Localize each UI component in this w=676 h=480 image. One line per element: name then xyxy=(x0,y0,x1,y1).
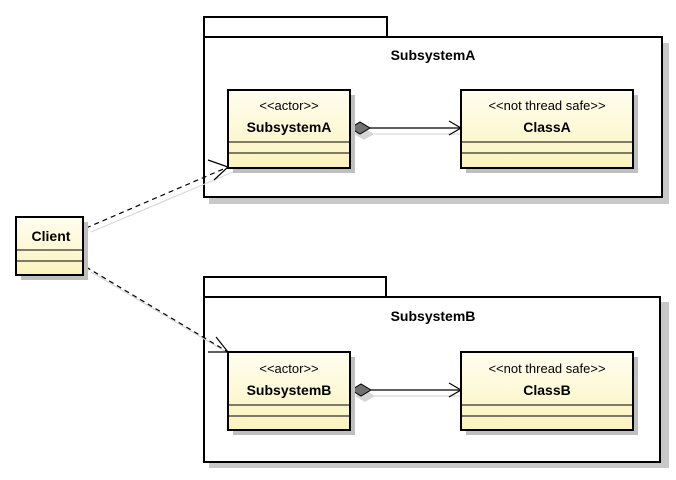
class-b-name: ClassB xyxy=(523,382,570,398)
class-subsystem-a[interactable]: <<actor>> SubsystemA xyxy=(227,89,355,173)
class-client[interactable]: Client xyxy=(15,216,88,280)
dependency-a-shadow xyxy=(90,171,234,233)
package-a-tab xyxy=(203,16,388,38)
subsystem-b-stereotype: <<actor>> xyxy=(259,361,318,376)
client-name: Client xyxy=(32,228,71,244)
package-a-title: SubsystemA xyxy=(391,47,476,63)
client-box xyxy=(15,216,84,276)
subsystem-a-box xyxy=(227,89,351,169)
subsystem-b-box xyxy=(227,351,351,431)
subsystem-b-name: SubsystemB xyxy=(247,382,332,398)
package-b-title: SubsystemB xyxy=(391,308,476,324)
dependency-b-shadow xyxy=(90,271,234,357)
dependency-b-line xyxy=(85,266,229,353)
class-class-a[interactable]: <<not thread safe>> ClassA xyxy=(460,89,638,173)
class-a-name: ClassA xyxy=(523,119,570,135)
subsystem-a-stereotype: <<actor>> xyxy=(259,98,318,113)
class-subsystem-b[interactable]: <<actor>> SubsystemB xyxy=(227,351,355,435)
class-class-b[interactable]: <<not thread safe>> ClassB xyxy=(460,351,638,435)
composition-subsystem-b-class-b[interactable] xyxy=(350,382,466,402)
subsystem-a-name: SubsystemA xyxy=(247,119,332,135)
dependency-a-line xyxy=(85,166,229,229)
class-a-box xyxy=(460,89,634,169)
package-b-tab xyxy=(203,276,387,298)
class-b-box xyxy=(460,351,634,431)
class-b-stereotype: <<not thread safe>> xyxy=(488,361,605,376)
class-a-stereotype: <<not thread safe>> xyxy=(488,98,605,113)
